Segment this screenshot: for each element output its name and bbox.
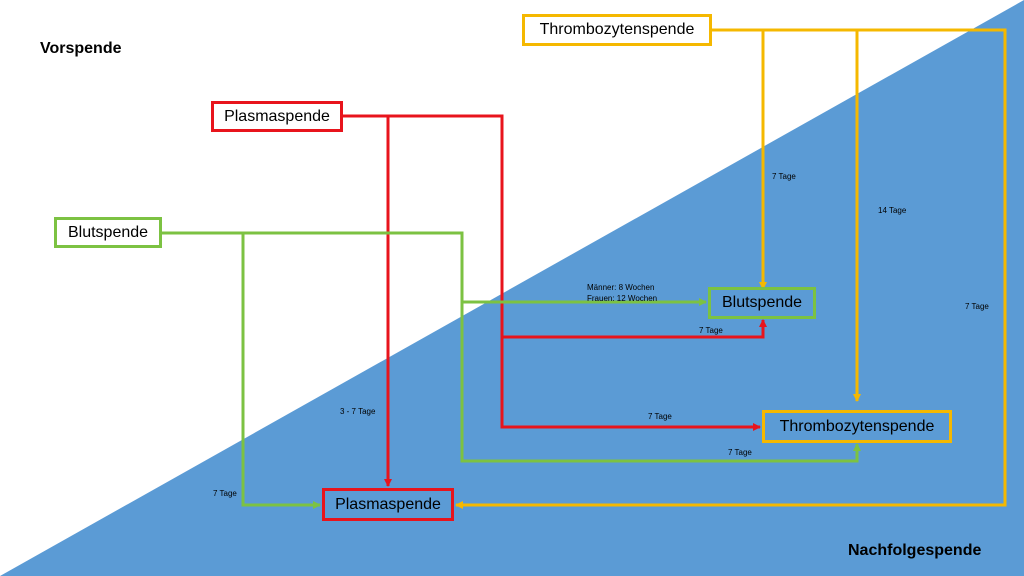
interval-thromb-to-thromb: 14 Tage: [878, 206, 907, 215]
interval-blut-to-thromb: 7 Tage: [728, 448, 752, 457]
interval-blut-to-blut-men: Männer: 8 Wochen: [587, 283, 655, 292]
source-thrombozytenspende-box: Thrombozytenspende: [522, 14, 712, 46]
target-blutspende-box: Blutspende: [708, 287, 816, 319]
vorspende-label: Vorspende: [40, 40, 122, 57]
target-thrombozytenspende-box: Thrombozytenspende: [762, 410, 952, 443]
interval-blut-to-plasma: 7 Tage: [213, 489, 237, 498]
interval-plasma-to-plasma: 3 - 7 Tage: [340, 407, 376, 416]
nachfolgespende-label: Nachfolgespende: [848, 542, 982, 559]
connector-thromb-to-plasma: [455, 28, 1007, 509]
source-plasmaspende-box: Plasmaspende: [211, 101, 343, 132]
connector-blut-to-blut: [162, 231, 707, 306]
connector-blut-to-thromb: [460, 302, 861, 463]
interval-plasma-to-thromb: 7 Tage: [648, 412, 672, 421]
target-plasmaspende-box: Plasmaspende: [322, 488, 454, 521]
source-blutspende-box: Blutspende: [54, 217, 162, 248]
interval-blut-to-blut-women: Frauen: 12 Wochen: [587, 294, 658, 303]
interval-plasma-to-blut: 7 Tage: [699, 326, 723, 335]
interval-thromb-to-plasma: 7 Tage: [965, 302, 989, 311]
interval-thromb-to-blut: 7 Tage: [772, 172, 796, 181]
connector-blut-to-plasma: [241, 233, 321, 509]
connector-plasma-to-thromb: [500, 337, 761, 431]
